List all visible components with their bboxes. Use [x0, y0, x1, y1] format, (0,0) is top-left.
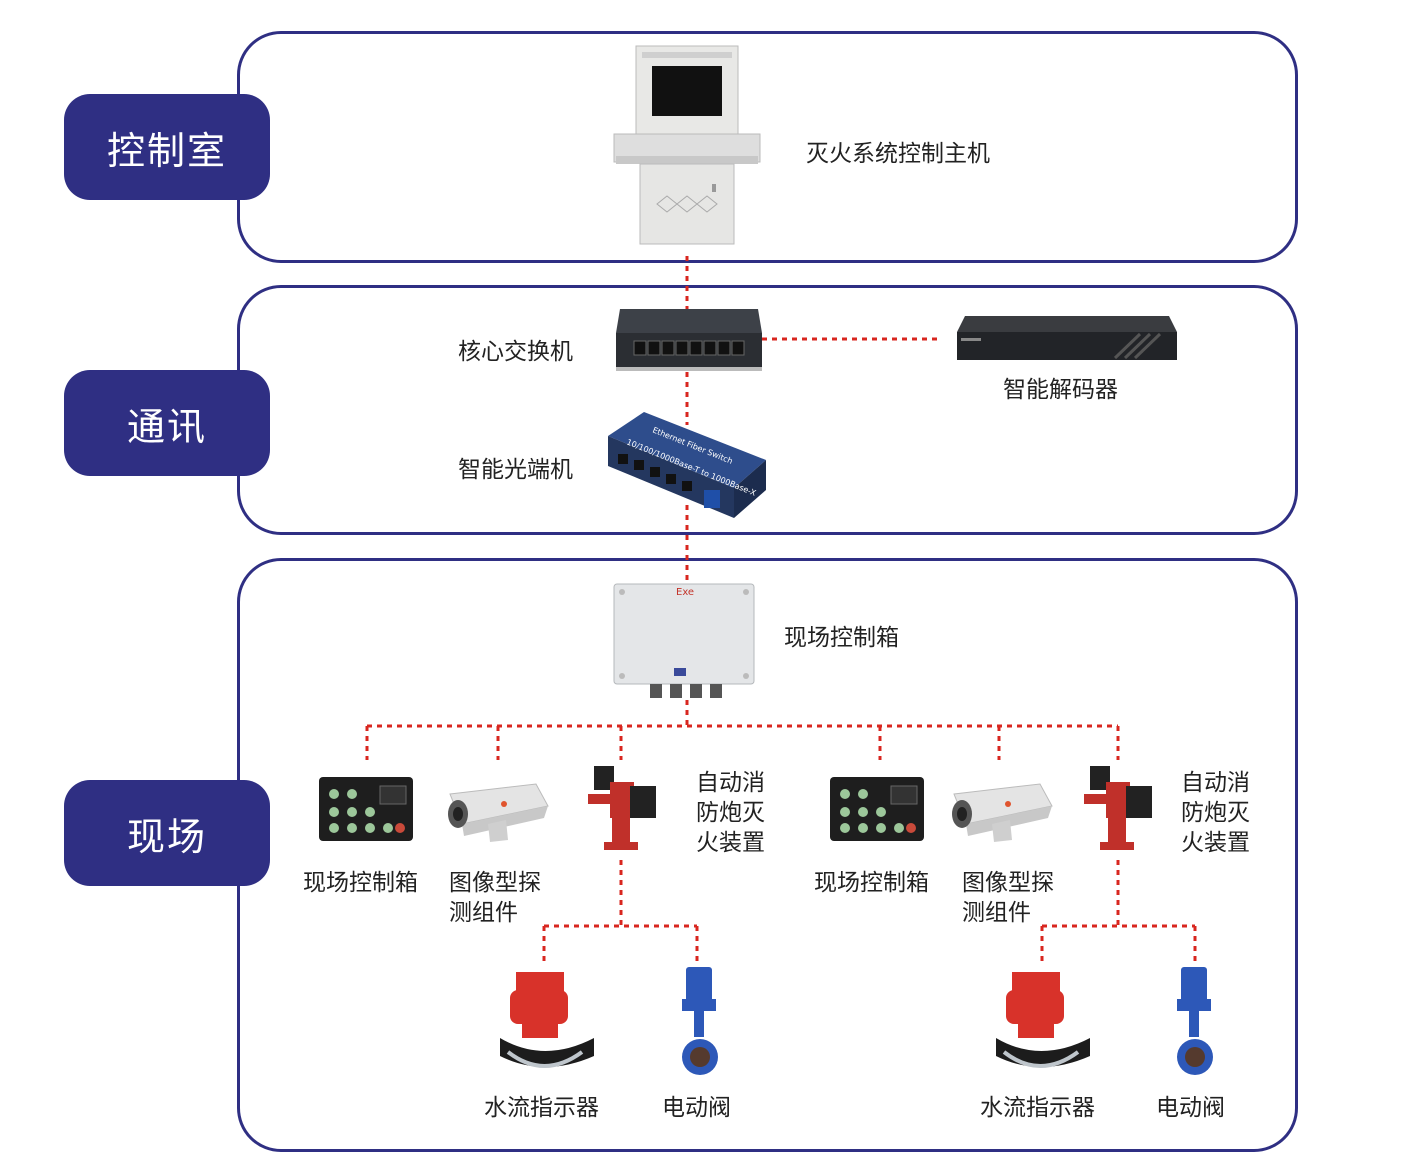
- control-room-panel: [237, 31, 1298, 263]
- right-detector-image: [952, 783, 1053, 842]
- optical-transceiver-image: Ethernet Fiber Switch 10/100/1000Base-T …: [608, 412, 766, 518]
- left-flow-indicator-label: 水流指示器: [484, 1095, 599, 1121]
- right-cannon-line1: 自动消: [1181, 770, 1250, 796]
- left-fire-cannon-label: 自动消 防炮灭 火装置: [696, 768, 776, 858]
- right-detector-label-line2: 测组件: [962, 900, 1031, 926]
- field-panel: [237, 558, 1298, 1152]
- left-flow-indicator-image: [500, 972, 594, 1068]
- right-valve-image: [1177, 967, 1213, 1075]
- core-switch-label: 核心交换机: [458, 339, 573, 365]
- left-cannon-line3: 火装置: [696, 830, 765, 856]
- optical-label: 智能光端机: [458, 457, 573, 483]
- right-control-box-image: [830, 777, 924, 841]
- left-detector-label: 图像型探 测组件: [449, 868, 559, 928]
- right-detector-label: 图像型探 测组件: [962, 868, 1072, 928]
- left-valve-label: 电动阀: [662, 1095, 731, 1121]
- right-control-box-label: 现场控制箱: [814, 870, 929, 896]
- right-fire-cannon-label: 自动消 防炮灭 火装置: [1181, 768, 1261, 858]
- control-host-image: [613, 45, 761, 245]
- control-host-label: 灭火系统控制主机: [806, 141, 990, 167]
- left-detector-image: [448, 783, 549, 842]
- zone-tag-control-room: 控制室: [64, 94, 270, 200]
- left-cannon-line1: 自动消: [696, 770, 765, 796]
- left-detector-label-line1: 图像型探: [449, 870, 541, 896]
- right-fire-cannon-image: [1084, 766, 1152, 850]
- right-flow-indicator-image: [996, 972, 1090, 1068]
- right-detector-label-line1: 图像型探: [962, 870, 1054, 896]
- left-control-box-image: [319, 777, 413, 841]
- main-control-box-label: 现场控制箱: [784, 625, 899, 651]
- left-fire-cannon-image: [588, 766, 656, 850]
- left-detector-label-line2: 测组件: [449, 900, 518, 926]
- left-control-box-label: 现场控制箱: [303, 870, 418, 896]
- zone-tag-communication: 通讯: [64, 370, 270, 476]
- decoder-label: 智能解码器: [1003, 377, 1118, 403]
- main-control-box-image: Exe: [613, 583, 755, 698]
- left-valve-image: [682, 967, 718, 1075]
- left-cannon-line2: 防炮灭: [696, 800, 765, 826]
- right-valve-label: 电动阀: [1156, 1095, 1225, 1121]
- core-switch-image: [616, 309, 762, 371]
- right-cannon-line2: 防炮灭: [1181, 800, 1250, 826]
- right-cannon-line3: 火装置: [1181, 830, 1250, 856]
- decoder-image: [957, 316, 1177, 360]
- box-exe-mark: Exe: [676, 587, 694, 598]
- zone-tag-field: 现场: [64, 780, 270, 886]
- right-flow-indicator-label: 水流指示器: [980, 1095, 1095, 1121]
